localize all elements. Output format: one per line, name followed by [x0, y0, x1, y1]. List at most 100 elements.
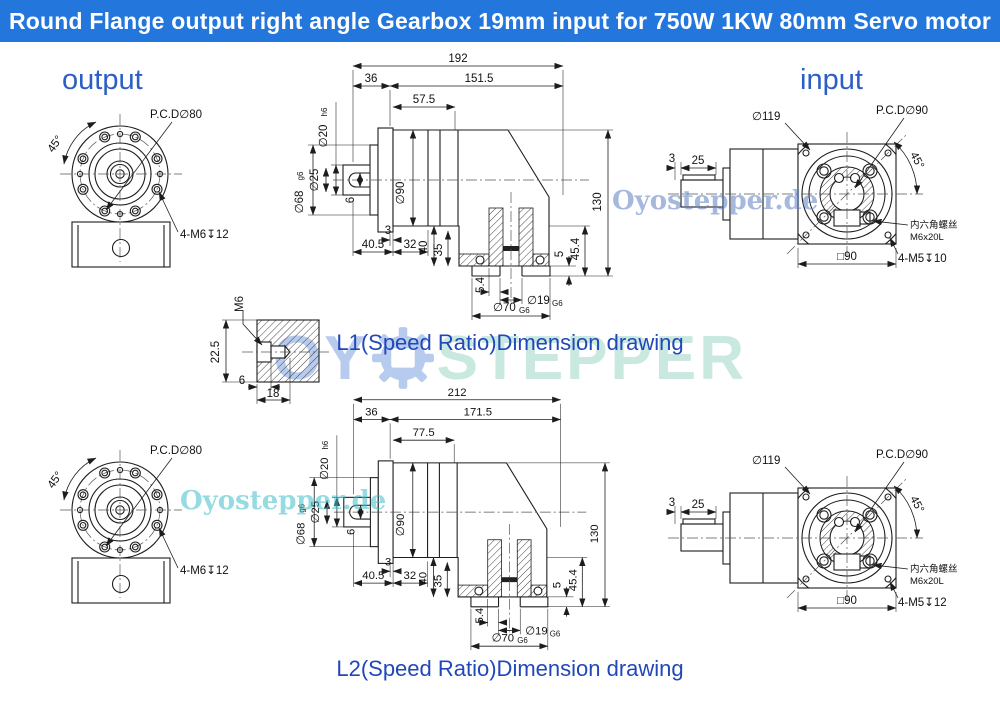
depth2-dim: 18 — [267, 388, 280, 400]
dim-front-len: 40.5 — [362, 239, 384, 251]
detail-section-view: M6 22.5 6 18 — [210, 296, 332, 404]
gear-icon — [371, 327, 434, 389]
height-dim: 22.5 — [210, 341, 222, 363]
input-label: input — [800, 64, 863, 96]
dim-overall: 212 — [448, 387, 467, 399]
dim-shaft-fit: h6 — [321, 440, 330, 449]
dim-body: 151.5 — [465, 73, 494, 85]
dim-step: 3 — [385, 225, 391, 237]
dim-lip: 5 — [554, 251, 566, 257]
dim-h40: 40 — [418, 572, 430, 585]
angle-dim: 45° — [46, 134, 66, 155]
thread-label: M6 — [234, 296, 246, 312]
screws-label: 4-M5↧12 — [898, 597, 947, 609]
detail-dimensions: M6 22.5 6 18 — [210, 296, 291, 404]
shaft-dim: 25 — [692, 499, 705, 511]
dim-shaft-dia: ∅20 — [318, 125, 330, 148]
dim-h454: 45.4 — [567, 569, 579, 591]
input-flange-outline — [668, 476, 923, 601]
page-title: Round Flange output right angle Gearbox … — [8, 7, 992, 34]
dim-bore-fit: G6 — [552, 299, 563, 308]
dim-front-len: 40.5 — [362, 570, 384, 582]
dim-spigot-fit: g6 — [297, 503, 306, 512]
dim-seg: 32 — [404, 570, 417, 582]
step-dim: 3 — [669, 497, 675, 509]
screw-note-cn: 内六角螺丝 — [910, 563, 958, 575]
dim-key: 6 — [346, 529, 358, 535]
dim-body-dia: ∅90 — [395, 514, 407, 536]
dim-flange: ∅70 — [492, 632, 514, 644]
pcd-label: P.C.D∅90 — [876, 449, 928, 461]
dim-overall: 192 — [448, 53, 467, 65]
depth1-dim: 6 — [239, 375, 245, 387]
dim-shaft-dia: ∅20 — [319, 458, 331, 480]
screw-note-cn: 内六角螺丝 — [910, 219, 958, 231]
dim-bore: ∅19 — [527, 295, 550, 307]
screws-label: 4-M6↧12 — [180, 565, 229, 577]
dim-height: 130 — [589, 524, 601, 543]
dim-body: 171.5 — [464, 407, 492, 419]
screws-label: 4-M5↧10 — [898, 253, 947, 265]
dim-flange-fit: G6 — [519, 306, 530, 315]
pcd-label: P.C.D∅90 — [876, 105, 928, 117]
angle-dim: 45° — [907, 494, 926, 515]
shaft-dim: 25 — [692, 155, 705, 167]
output-front-view-l2: 45° P.C.D∅80 4-M6↧12 — [46, 445, 229, 604]
title-bar: Round Flange output right angle Gearbox … — [0, 0, 1000, 42]
input-front-view-l2: 45° ∅119 P.C.D∅90 3 25 内六角螺丝 M6x20L 4-M5… — [666, 449, 958, 612]
side-dimensions: 212 36 171.5 77.5 ∅20 h6 ∅68 g6 ∅25 6 — [295, 387, 610, 651]
dim-flange: ∅70 — [493, 302, 516, 314]
dim-hub-dia: ∅25 — [309, 169, 321, 192]
dim-shaft-fit: h6 — [320, 107, 329, 116]
dim-gear: 77.5 — [413, 427, 435, 439]
gearbox-outline — [333, 127, 589, 302]
dim-h454: 45.4 — [570, 237, 582, 260]
angle-dim: 45° — [46, 470, 66, 491]
input-flange-dimensions: 45° ∅119 P.C.D∅90 3 25 内六角螺丝 M6x20L 4-M5… — [666, 105, 958, 268]
dim-bore: ∅19 — [525, 625, 547, 637]
dim-h40: 40 — [418, 241, 430, 254]
square-dim: □90 — [837, 595, 857, 607]
dia-label: ∅119 — [752, 455, 780, 467]
input-front-view-l1: 45° ∅119 P.C.D∅90 3 25 内六角螺丝 M6x20L 4-M5… — [666, 105, 958, 268]
output-front-view-l1: 45° P.C.D∅80 4-M6↧12 — [46, 109, 229, 268]
step-dim: 3 — [669, 153, 675, 165]
screw-note-size: M6x20L — [910, 232, 944, 243]
dim-spigot-fit: g6 — [296, 171, 305, 180]
dim-spigot-dia: ∅68 — [294, 191, 306, 214]
dia-label: ∅119 — [752, 111, 780, 123]
square-dim: □90 — [837, 251, 857, 263]
dim-h35: 35 — [433, 244, 445, 257]
side-section-view-l1: 192 36 151.5 57.5 ∅20 h6 ∅68 g6 ∅25 6 — [294, 53, 613, 320]
dim-flange-fit: G6 — [517, 636, 528, 645]
dim-step: 3 — [385, 556, 391, 568]
screw-note-size: M6x20L — [910, 576, 944, 587]
dim-front: 36 — [365, 407, 378, 419]
gearbox-outline — [333, 460, 587, 633]
side-section-view-l2: 212 36 171.5 77.5 ∅20 h6 ∅68 g6 ∅25 6 — [295, 387, 610, 651]
dim-off: 5.4 — [474, 608, 486, 624]
side-dimensions: 192 36 151.5 57.5 ∅20 h6 ∅68 g6 ∅25 6 — [294, 53, 613, 320]
screws-label: 4-M6↧12 — [180, 229, 229, 241]
pcd-label: P.C.D∅80 — [150, 109, 202, 121]
input-flange-dimensions: 45° ∅119 P.C.D∅90 3 25 内六角螺丝 M6x20L 4-M5… — [666, 449, 958, 612]
caption-l1: L1(Speed Ratio)Dimension drawing — [336, 330, 684, 355]
caption-l2: L2(Speed Ratio)Dimension drawing — [336, 656, 684, 681]
dim-off: 5.4 — [475, 276, 487, 293]
dim-lip: 5 — [552, 582, 564, 588]
angle-dim: 45° — [907, 150, 926, 171]
dim-seg: 32 — [404, 239, 417, 251]
watermark-site-l1: Oyostepper.de — [612, 186, 819, 216]
dim-body-dia: ∅90 — [395, 182, 407, 205]
detail-outline — [242, 319, 332, 383]
dim-h35: 35 — [432, 575, 444, 588]
dim-key: 6 — [345, 197, 357, 203]
logo-text-right: STEPPER — [436, 323, 748, 393]
dim-front: 36 — [365, 73, 378, 85]
watermark-site-l2: Oyostepper.de — [180, 486, 387, 516]
dim-gear: 57.5 — [413, 94, 435, 106]
dim-hub-dia: ∅25 — [310, 501, 322, 523]
dim-spigot-dia: ∅68 — [295, 523, 307, 545]
dim-height: 130 — [592, 192, 604, 211]
